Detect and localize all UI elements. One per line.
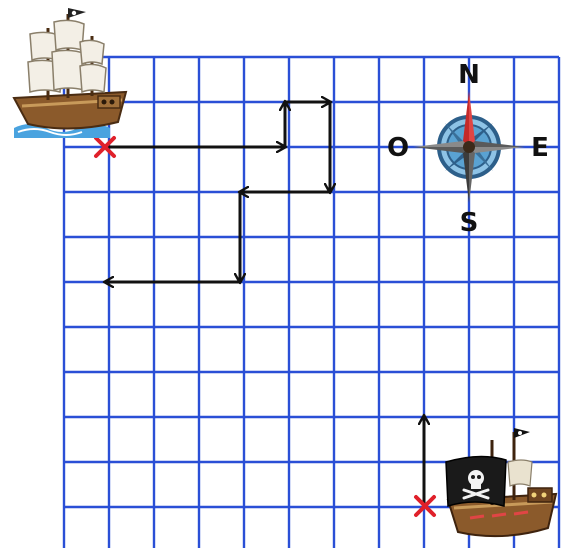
pirate-ship-icon xyxy=(446,428,556,536)
compass-north-label: N xyxy=(458,60,480,90)
compass-south-label: S xyxy=(460,208,479,238)
compass-west-label: O xyxy=(387,133,409,163)
compass-rose xyxy=(413,91,525,203)
compass-east-label: E xyxy=(531,133,549,163)
